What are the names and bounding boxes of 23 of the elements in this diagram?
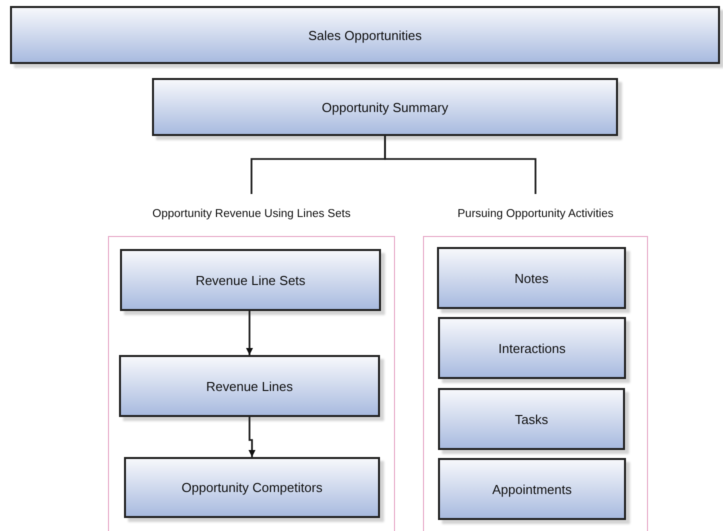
process-box <box>124 457 380 518</box>
box-label: Revenue Lines <box>206 378 293 394</box>
arrow <box>248 417 256 457</box>
group-heading: Pursuing Opportunity Activities <box>456 208 614 220</box>
group-heading: Opportunity Revenue Using Lines Sets <box>151 208 352 220</box>
process-box <box>120 249 381 311</box>
box-label: Notes <box>514 270 548 286</box>
box-label: Revenue Line Sets <box>196 272 306 288</box>
process-box <box>437 247 626 309</box>
connector-line <box>384 136 536 194</box>
box-label: Opportunity Summary <box>322 100 448 114</box>
box-label: Appointments <box>492 482 572 496</box>
process-box <box>10 6 720 64</box>
process-box <box>438 458 626 520</box>
arrow <box>246 311 253 355</box>
box-label: Opportunity Competitors <box>182 480 322 495</box>
process-box <box>119 355 380 417</box>
box-label: Tasks <box>514 412 548 426</box>
box-label: Sales Opportunities <box>308 28 422 42</box>
process-box <box>438 388 625 450</box>
box-label: Interactions <box>498 340 566 356</box>
process-box <box>438 317 626 379</box>
process-box <box>152 78 618 136</box>
